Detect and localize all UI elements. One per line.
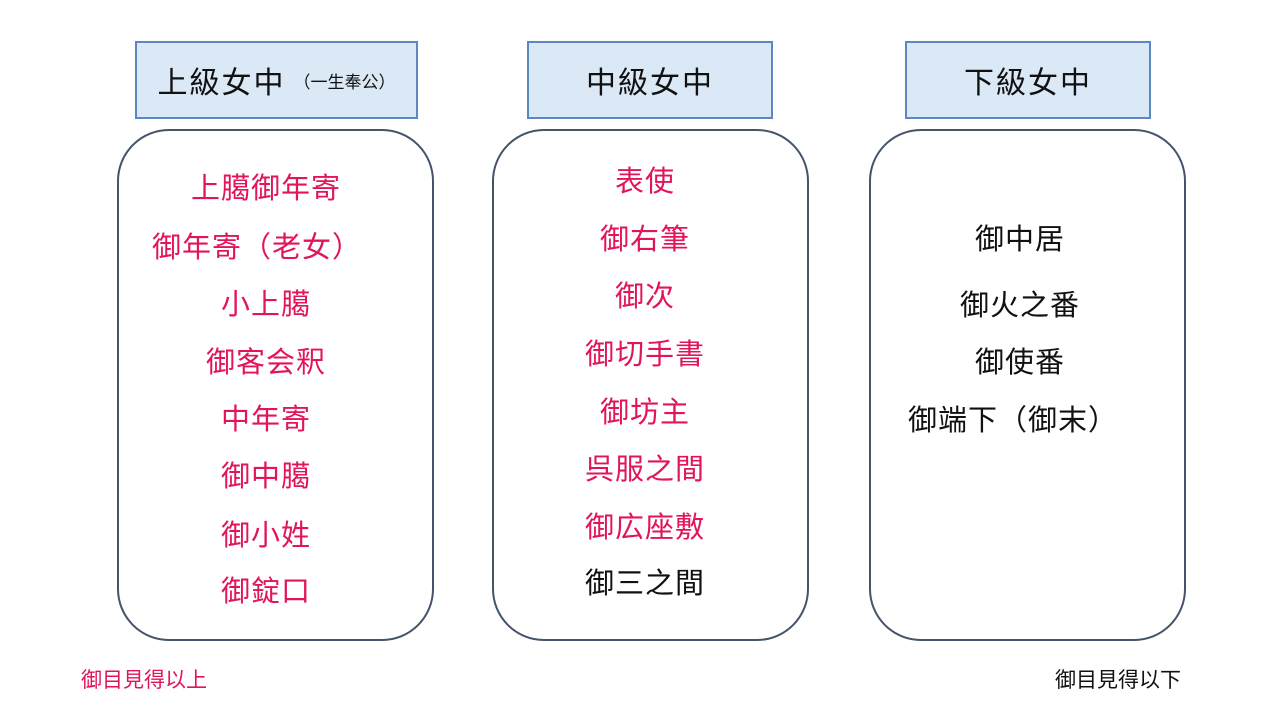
box-lower-rank <box>869 129 1186 641</box>
title-upper-3: 小上臈 <box>220 287 312 321</box>
title-middle-6: 呉服之間 <box>584 452 706 486</box>
title-upper-7: 御小姓 <box>220 518 312 552</box>
title-upper-4: 御客会釈 <box>205 345 327 379</box>
header-upper-rank-label: 上級女中 <box>157 66 286 101</box>
header-upper-rank: 上級女中 （一生奉公） <box>135 41 418 119</box>
header-middle-rank-label: 中級女中 <box>586 66 714 101</box>
title-middle-4: 御切手書 <box>584 337 706 371</box>
title-upper-5: 中年寄 <box>220 402 312 436</box>
header-lower-rank-label: 下級女中 <box>964 66 1092 101</box>
footnote-audience-eligible: 御目見得以上 <box>81 668 207 692</box>
title-lower-3: 御使番 <box>974 345 1066 379</box>
header-lower-rank: 下級女中 <box>905 41 1151 119</box>
title-upper-6: 御中臈 <box>220 459 312 493</box>
title-middle-1: 表使 <box>614 164 676 198</box>
header-upper-rank-note: （一生奉公） <box>293 72 396 93</box>
footnote-audience-ineligible: 御目見得以下 <box>1055 668 1181 692</box>
title-middle-7: 御広座敷 <box>584 510 706 544</box>
title-middle-5: 御坊主 <box>599 395 691 429</box>
box-upper-rank <box>117 129 434 641</box>
box-middle-rank <box>492 129 809 641</box>
title-middle-2: 御右筆 <box>599 222 691 256</box>
title-middle-3: 御次 <box>614 279 676 313</box>
title-upper-1: 上臈御年寄 <box>190 171 342 205</box>
title-middle-8: 御三之間 <box>584 566 706 600</box>
title-lower-2: 御火之番 <box>959 288 1081 322</box>
title-upper-8: 御錠口 <box>220 574 312 608</box>
header-middle-rank: 中級女中 <box>527 41 773 119</box>
title-lower-1: 御中居 <box>974 222 1066 256</box>
title-upper-2: 御年寄（老女） <box>151 230 363 264</box>
title-lower-4: 御端下（御末） <box>907 403 1119 437</box>
